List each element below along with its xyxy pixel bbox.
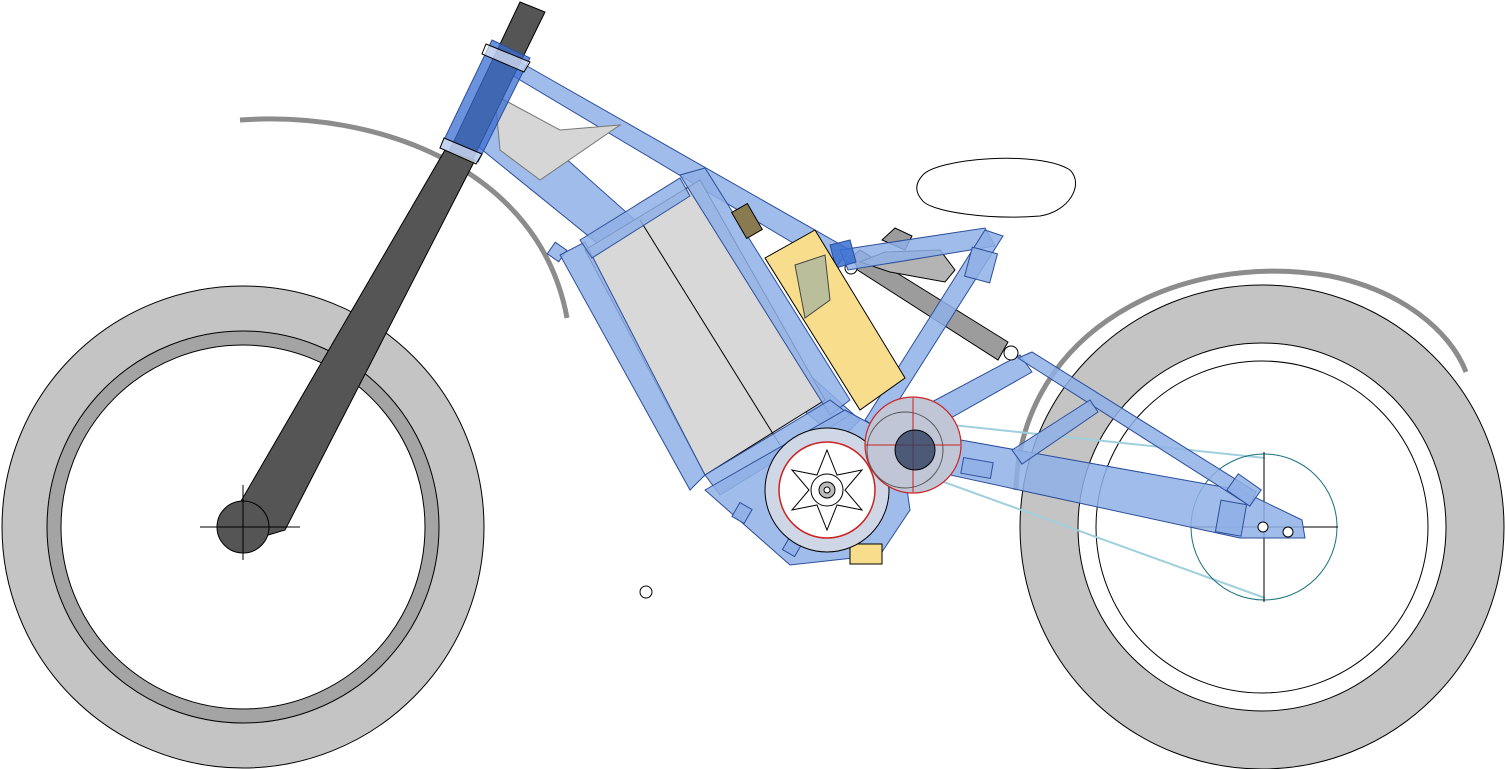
subframe-block (963, 246, 999, 284)
battery-pack (559, 167, 851, 496)
kickstand-mount (849, 543, 883, 565)
chain-adjuster (1282, 526, 1294, 538)
gusset-plate (494, 94, 622, 181)
reference-point (639, 585, 653, 599)
reduction-sprocket (864, 396, 962, 494)
seat (916, 157, 1076, 218)
head-tube (439, 39, 531, 165)
rear-fender (1013, 268, 1469, 491)
rear-axle (1257, 521, 1269, 533)
hub-motor (764, 427, 890, 553)
controller-box (731, 202, 906, 411)
front-axle-crosshair (200, 485, 300, 560)
rear-rim-inner (1095, 360, 1429, 694)
chain (904, 419, 1266, 599)
